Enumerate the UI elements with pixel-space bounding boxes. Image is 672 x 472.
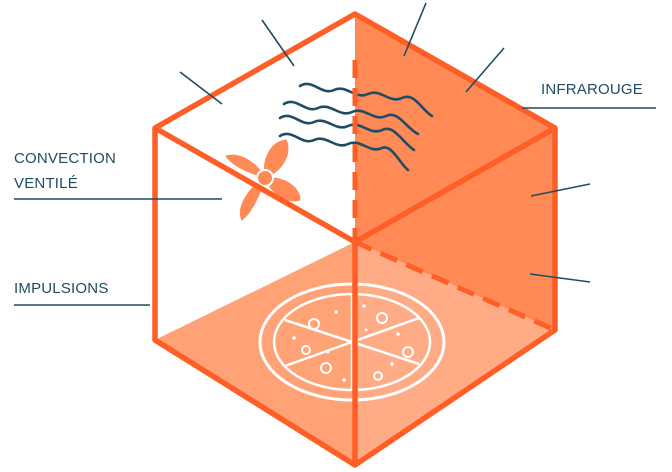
fan-icon (225, 139, 301, 221)
heat-wave-icon (278, 82, 434, 172)
label-convection-line1: CONVECTION (14, 150, 116, 167)
right-back-face (355, 14, 555, 330)
pizza-icon (258, 282, 446, 402)
label-infrarouge: INFRAROUGE (541, 81, 643, 98)
hidden-edges (352, 60, 557, 333)
label-impulsions: IMPULSIONS (14, 280, 109, 297)
callout-lines (14, 2, 656, 306)
label-convection-line2: VENTILÉ (14, 175, 78, 192)
oven-floor-front (155, 242, 355, 465)
